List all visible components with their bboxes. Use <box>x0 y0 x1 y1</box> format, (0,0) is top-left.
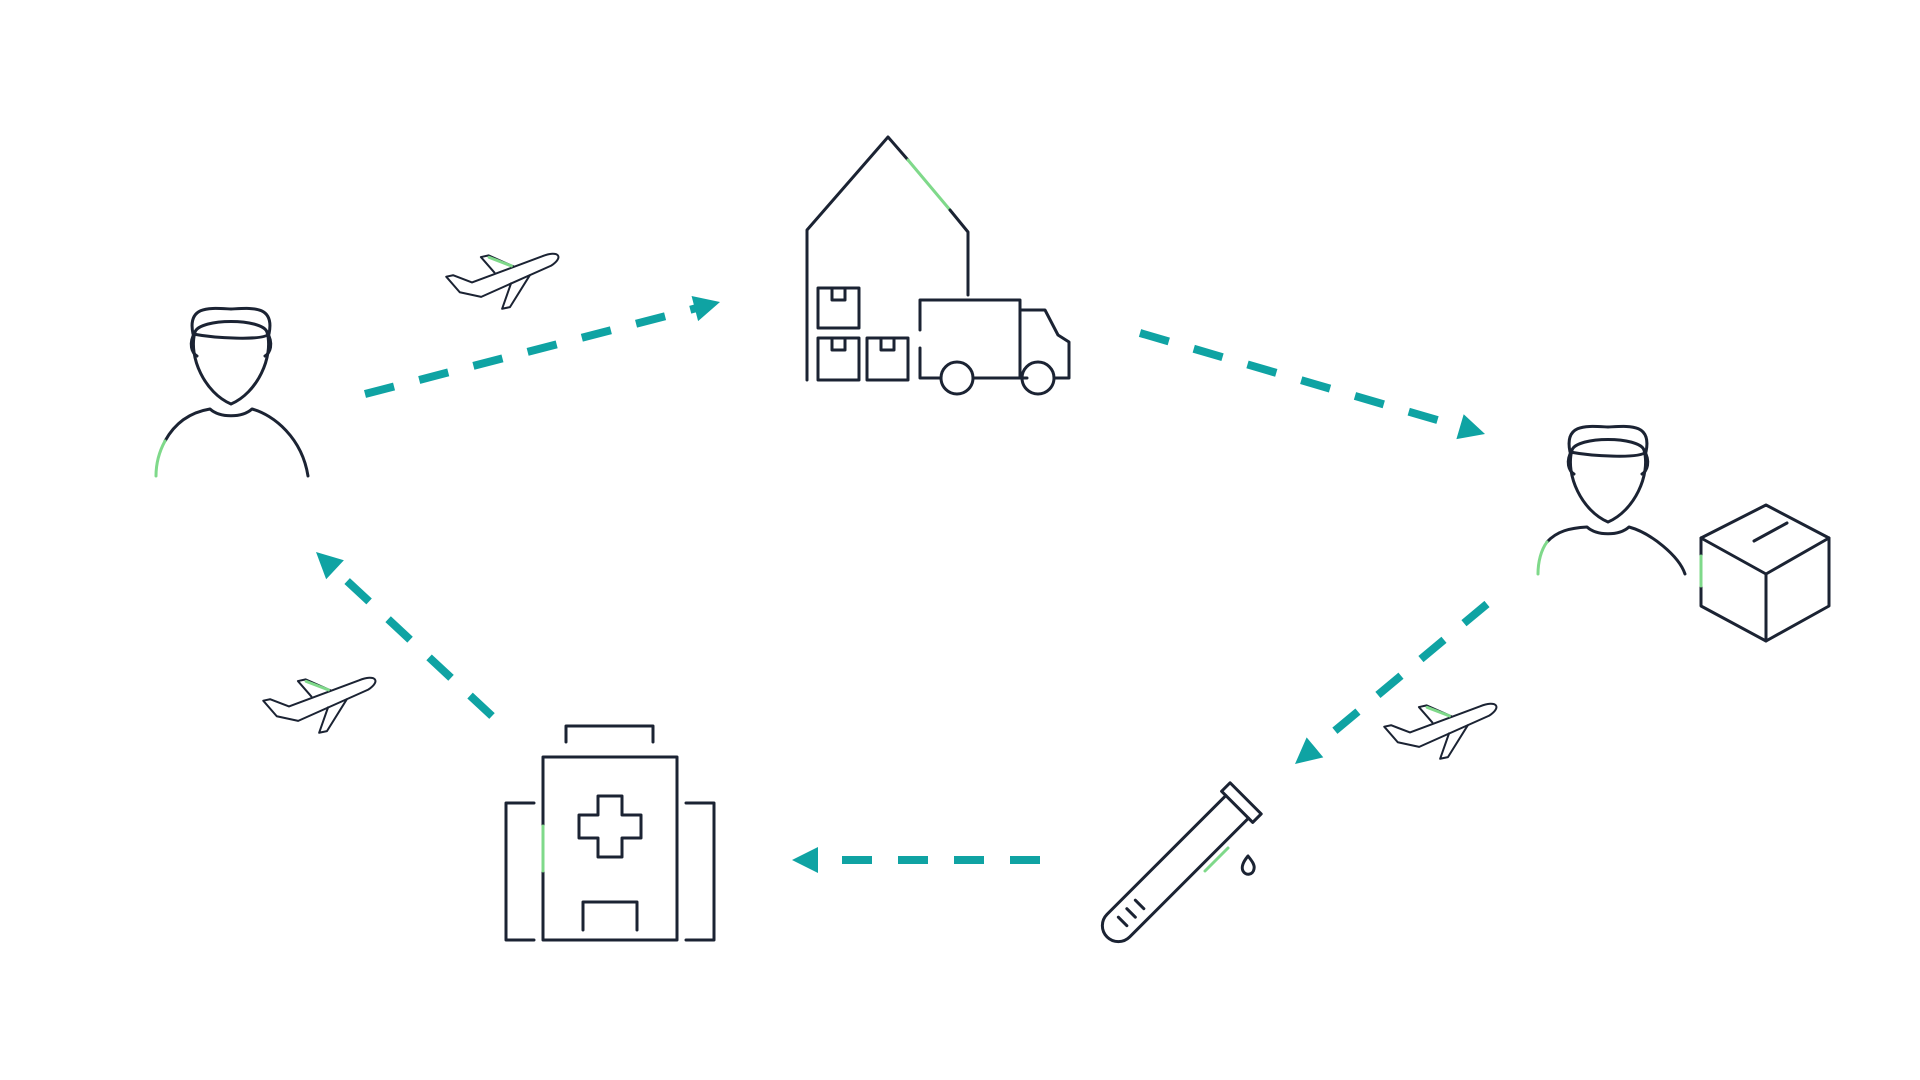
airplane-icon <box>442 240 568 320</box>
warehouse-truck-icon <box>805 135 1071 396</box>
dashed-arrow-line <box>1138 329 1464 432</box>
accent-stroke <box>154 439 167 478</box>
arrowhead <box>1456 414 1485 440</box>
airplane-icon <box>1380 690 1506 770</box>
dashed-arrow-line <box>363 304 698 398</box>
accent-stroke <box>304 679 330 692</box>
accent-stroke <box>906 158 952 212</box>
airplane-icon <box>259 664 385 744</box>
droplet-icon <box>1240 854 1256 876</box>
test-tube-icon <box>1100 781 1263 944</box>
flow-arrow-warehouse-to-person-right <box>1138 329 1485 440</box>
arrowhead <box>1295 737 1324 764</box>
dashed-arrow-line <box>330 565 495 719</box>
arrowhead <box>316 552 344 580</box>
person-left-icon <box>154 306 310 478</box>
dashed-arrow-line <box>1310 600 1490 752</box>
arrowhead <box>792 847 818 873</box>
hospital-icon <box>504 724 716 942</box>
arrowhead <box>691 295 720 322</box>
flow-arrow-person-left-to-warehouse <box>363 295 720 398</box>
flow-arrow-hospital-to-person-left <box>316 552 495 719</box>
flow-arrow-lab-to-hospital <box>792 847 1040 873</box>
accent-stroke <box>1425 705 1451 718</box>
flow-arrows <box>316 295 1490 873</box>
accent-stroke <box>1536 540 1549 576</box>
accent-stroke <box>1203 846 1230 873</box>
accent-stroke <box>487 255 513 268</box>
package-icon <box>1699 503 1831 643</box>
flow-arrow-person-right-to-lab <box>1295 600 1490 764</box>
person-right-icon <box>1536 424 1687 576</box>
